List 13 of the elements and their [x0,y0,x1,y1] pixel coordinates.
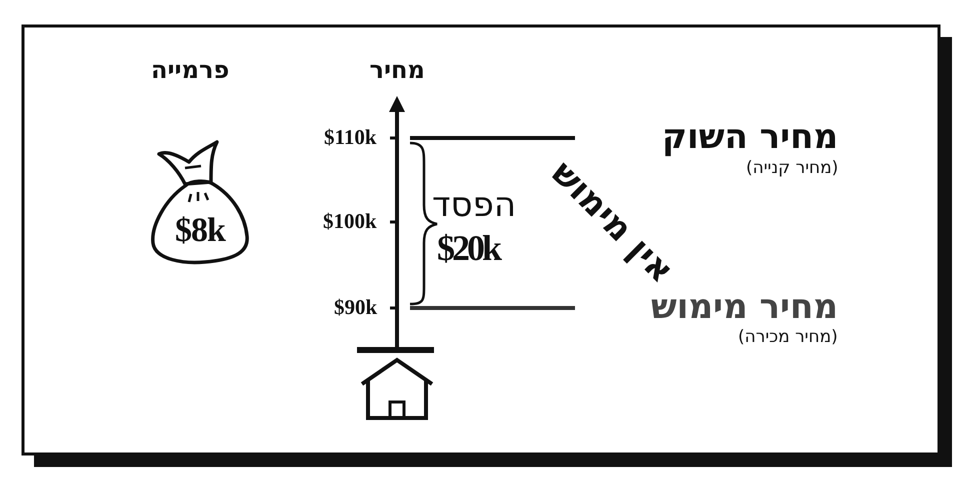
no-exercise-label: אין מימוש [545,155,679,289]
price-label: מחיר השוק [662,120,838,154]
loss-label: הפסד [432,188,516,222]
bag-value: $8k [174,214,227,248]
loss-value: $20k [437,230,500,266]
price-label: מחיר מימוש [651,290,838,324]
tick-label: $90k [334,297,378,318]
column-heading: פרמייה [151,58,230,82]
price-note: (מחיר מכירה) [738,329,838,346]
price-note: (מחיר קנייה) [746,160,838,177]
axis-title: מחיר [370,58,425,82]
tick-label: $100k [323,211,377,232]
tick-label: $110k [324,127,377,148]
